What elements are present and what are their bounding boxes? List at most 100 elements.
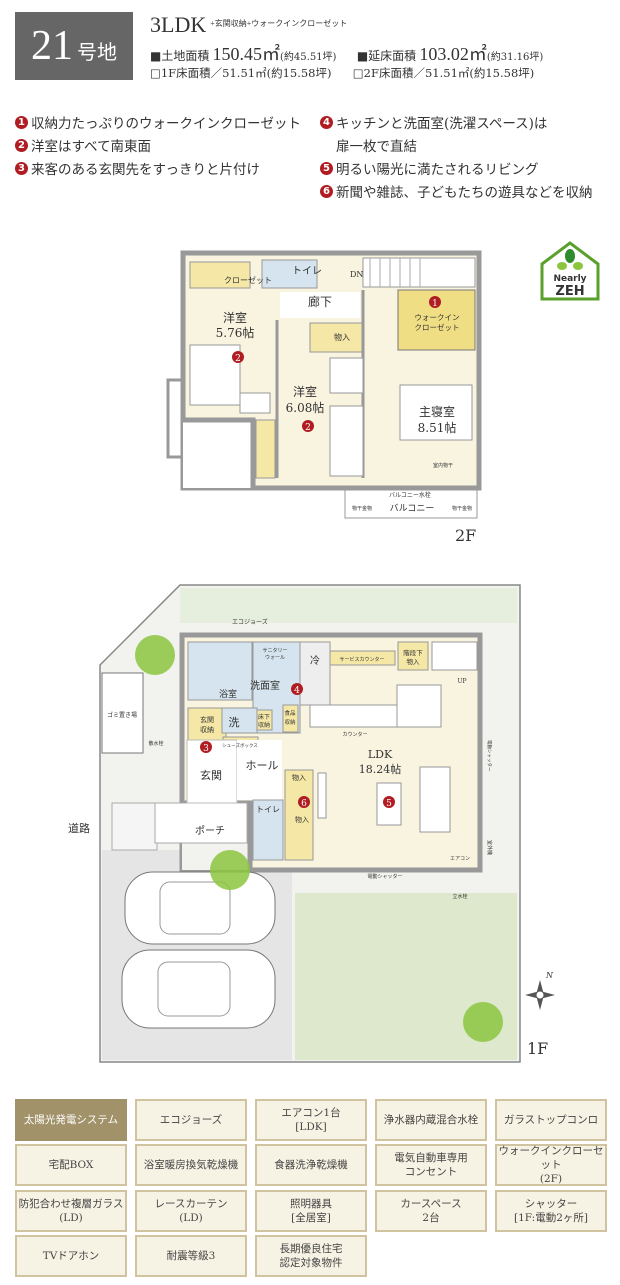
feature-4-cont: 扉一枚で直結 <box>336 139 417 155</box>
floor-area: 103.02㎡ <box>419 44 487 64</box>
house-outline-icon <box>540 241 600 301</box>
lot-number: 21 <box>31 23 73 69</box>
equipment-item: エアコン1台 [LDK] <box>255 1099 367 1141</box>
equipment-item: ウォークインクローセット (2F) <box>495 1144 607 1186</box>
tree-icon <box>135 635 175 675</box>
storage-1f-label: 物入 <box>295 815 309 824</box>
svg-text:5: 5 <box>386 799 392 809</box>
room1-name: 洋室 <box>223 310 247 325</box>
floor2-area: □2F床面積／51.51㎡(約15.58坪) <box>352 66 535 80</box>
leaf-icon <box>557 262 567 270</box>
storage-top-label: 物入 <box>292 773 306 782</box>
lot-suffix: 号地 <box>77 39 117 64</box>
storage-1f <box>284 769 314 861</box>
marker-6: 6 <box>298 796 310 809</box>
food-storage <box>282 704 299 733</box>
svg-text:4: 4 <box>294 686 300 696</box>
tree-icon <box>463 1002 503 1042</box>
room1-size: 5.76帖 <box>216 325 255 340</box>
toilet-1f-label: トイレ <box>256 805 280 814</box>
equipment-item: 長期優良住宅 認定対象物件 <box>255 1235 367 1277</box>
floor1-label: 1F <box>527 1039 548 1058</box>
room2-name: 洋室 <box>293 384 317 399</box>
layout-type: 3LDK <box>150 12 207 37</box>
counter-label: カウンター <box>342 731 367 738</box>
svg-text:2: 2 <box>305 423 311 433</box>
floor-plan-2f: クローゼット トイレ DN 廊下 洋室 5.76帖 洋室 6.08帖 ウォークイ… <box>166 250 482 545</box>
floor2-notch <box>183 420 253 488</box>
leaf-icon <box>573 262 583 270</box>
marker-3: 3 <box>200 741 212 754</box>
floor-area-label: ■延床面積 <box>356 49 417 63</box>
road-label: 道路 <box>68 821 90 835</box>
compass-icon <box>525 980 555 1010</box>
porch <box>154 802 248 844</box>
hall-1f <box>237 740 282 800</box>
equipment-item: 太陽光発電システム <box>15 1099 127 1141</box>
wic-label-2: クローゼット <box>415 322 460 332</box>
zeh-line2: ZEH <box>555 284 584 299</box>
underfloor-storage <box>256 709 273 731</box>
food-storage-label-1: 食品 <box>284 709 296 717</box>
master-size: 8.51帖 <box>418 420 457 435</box>
service-counter-label: サービスカウンター <box>339 656 384 663</box>
bath-label: 浴室 <box>219 688 237 700</box>
north-label: N <box>545 971 554 980</box>
hallway-2f-label: 廊下 <box>308 294 332 309</box>
garbage-label: ゴミ置き場 <box>107 711 137 719</box>
closet2-2f <box>255 419 276 479</box>
garden-north <box>180 588 517 623</box>
car-icon <box>121 949 276 1029</box>
stairs-2f <box>362 257 476 288</box>
food-storage-label-2: 収納 <box>284 718 296 726</box>
floor-area-tsubo: (約31.16坪) <box>486 52 544 63</box>
sanitary-label-2: ウォール <box>265 654 285 661</box>
marker-2: 2 <box>232 351 244 364</box>
aircon-label: エアコン <box>450 856 470 862</box>
land-area-label: ■土地面積 <box>150 49 210 63</box>
marker-1: 1 <box>429 296 441 309</box>
marker-4: 4 <box>291 683 303 696</box>
nearly-zeh-badge: Nearly ZEH <box>540 241 600 301</box>
closet-2f <box>189 261 251 289</box>
outdoor-unit-label: 室外機 <box>486 840 493 855</box>
land-area-tsubo: (約45.51坪) <box>280 52 337 63</box>
equipment-item: レースカーテン (LD) <box>135 1190 247 1232</box>
toilet-2f-label: トイレ <box>292 266 322 277</box>
ecojozu-label: エコジョーズ <box>232 618 268 626</box>
area-summary: ■土地面積 150.45㎡(約45.51坪) ■延床面積 103.02㎡(約31… <box>150 40 543 66</box>
storage-2f <box>309 322 363 353</box>
ldk-size: 18.24帖 <box>359 763 402 776</box>
under-stair-storage <box>397 641 429 671</box>
toilet-1f <box>252 799 284 861</box>
layout-title: 3LDK+玄関収納+ウォークインクローゼット <box>150 12 347 38</box>
washroom-label: 洗面室 <box>250 679 280 692</box>
shutter-east-label: 電動シャッター <box>486 740 493 772</box>
entry-storage-label-1: 玄関 <box>200 715 214 724</box>
storage-2f-label: 物入 <box>334 332 350 342</box>
indoor-dry-label: 室内物干 <box>433 462 453 469</box>
underfloor-label-2: 収納 <box>258 721 270 729</box>
stairs-1f <box>431 641 478 671</box>
hallway-2f <box>280 292 360 318</box>
sanitary-label-1: サニタリー <box>262 647 287 654</box>
equipment-item: 電気自動車専用 コンセント <box>375 1144 487 1186</box>
svg-text:6: 6 <box>301 799 307 809</box>
zeh-line1: Nearly <box>553 274 586 284</box>
under-stair-label-1: 階段下 <box>403 648 423 657</box>
equipment-item: カースペース 2台 <box>375 1190 487 1232</box>
floor1-area: □1F床面積／51.51㎡(約15.58坪) <box>150 66 332 80</box>
balcony <box>344 486 478 519</box>
entry-storage-label-2: 収納 <box>200 725 214 734</box>
gravel <box>111 802 158 851</box>
marker-5: 5 <box>383 796 395 809</box>
leaf-icon <box>565 249 575 263</box>
hall-label: ホール <box>246 759 279 772</box>
up-label: UP <box>457 678 466 685</box>
toilet-2f <box>261 259 318 289</box>
